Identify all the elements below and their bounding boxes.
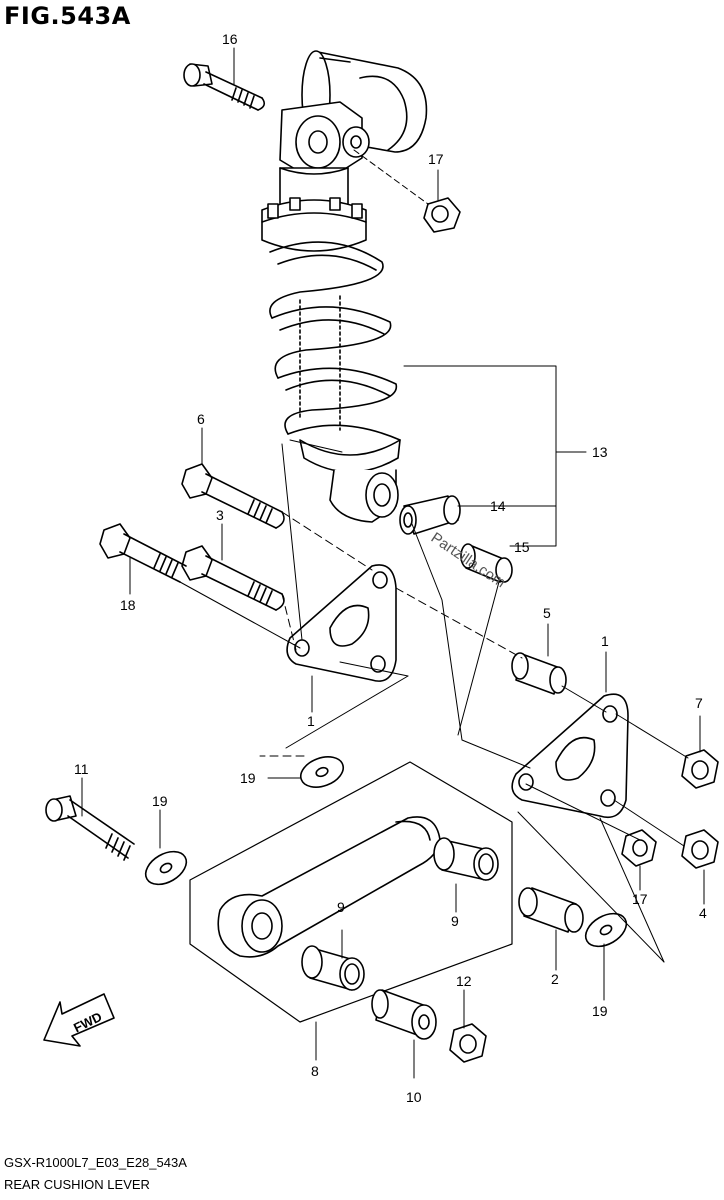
bolt-16 xyxy=(183,63,266,111)
rear-shock-absorber xyxy=(261,50,428,523)
bushing-15 xyxy=(460,543,513,583)
callout-16: 16 xyxy=(222,31,238,47)
nut-17-lower xyxy=(621,829,657,867)
callout-19: 19 xyxy=(592,1003,608,1019)
bushing-14 xyxy=(399,495,461,535)
callout-2: 2 xyxy=(551,971,559,987)
callout-17: 17 xyxy=(428,151,444,167)
figure-title: FIG.543A xyxy=(4,2,131,30)
callout-19: 19 xyxy=(152,793,168,809)
figure-code: GSX-R1000L7_E03_E28_543A xyxy=(4,1155,187,1170)
callout-10: 10 xyxy=(406,1089,422,1105)
callout-17: 17 xyxy=(632,891,648,907)
callout-13: 13 xyxy=(592,444,608,460)
fwd-arrow-icon: FWD xyxy=(43,993,115,1047)
callout-1: 1 xyxy=(601,633,609,649)
callout-4: 4 xyxy=(699,905,707,921)
nut-17-top xyxy=(353,149,461,233)
callout-1: 1 xyxy=(307,713,315,729)
callout-5: 5 xyxy=(543,605,551,621)
preload-collar xyxy=(261,197,367,252)
nut-7 xyxy=(681,749,719,789)
bolt-3 xyxy=(181,545,285,611)
nut-12 xyxy=(449,1023,487,1063)
bolt-11 xyxy=(45,795,135,861)
bolt-18 xyxy=(99,523,187,583)
washer-19-a xyxy=(299,756,345,788)
lever-plate-right xyxy=(511,693,629,819)
shock-top-mount xyxy=(279,101,370,173)
bearing-9-a xyxy=(433,837,499,881)
callout-19: 19 xyxy=(240,770,256,786)
bearing-9-b xyxy=(301,945,365,991)
assembly-lines xyxy=(179,439,689,963)
figure-subtitle: REAR CUSHION LEVER xyxy=(4,1177,150,1192)
callout-7: 7 xyxy=(695,695,703,711)
callout-8: 8 xyxy=(311,1063,319,1079)
callout-11: 11 xyxy=(74,761,89,777)
shock-spring xyxy=(269,241,401,441)
callout-12: 12 xyxy=(456,973,472,989)
callout-6: 6 xyxy=(197,411,205,427)
callouts: 16 17 13 6 14 3 15 18 5 1 1 7 19 11 19 1… xyxy=(74,31,707,1105)
washer-19-c xyxy=(584,912,628,948)
callout-9: 9 xyxy=(337,899,345,915)
callout-14: 14 xyxy=(490,498,506,514)
callout-15: 15 xyxy=(514,539,530,555)
cushion-rod-8 xyxy=(189,761,513,1023)
leader-lines xyxy=(81,47,705,1079)
callout-3: 3 xyxy=(216,507,224,523)
callout-18: 18 xyxy=(120,597,136,613)
bolt-6 xyxy=(181,463,285,529)
lever-plate-left xyxy=(286,564,397,682)
spacer-5 xyxy=(511,652,567,695)
collar-10 xyxy=(371,989,437,1040)
spacer-2 xyxy=(518,887,584,933)
washer-19-b xyxy=(144,850,188,886)
shock-lower-mount xyxy=(299,439,401,523)
callout-9: 9 xyxy=(451,913,459,929)
nut-4 xyxy=(681,829,719,869)
